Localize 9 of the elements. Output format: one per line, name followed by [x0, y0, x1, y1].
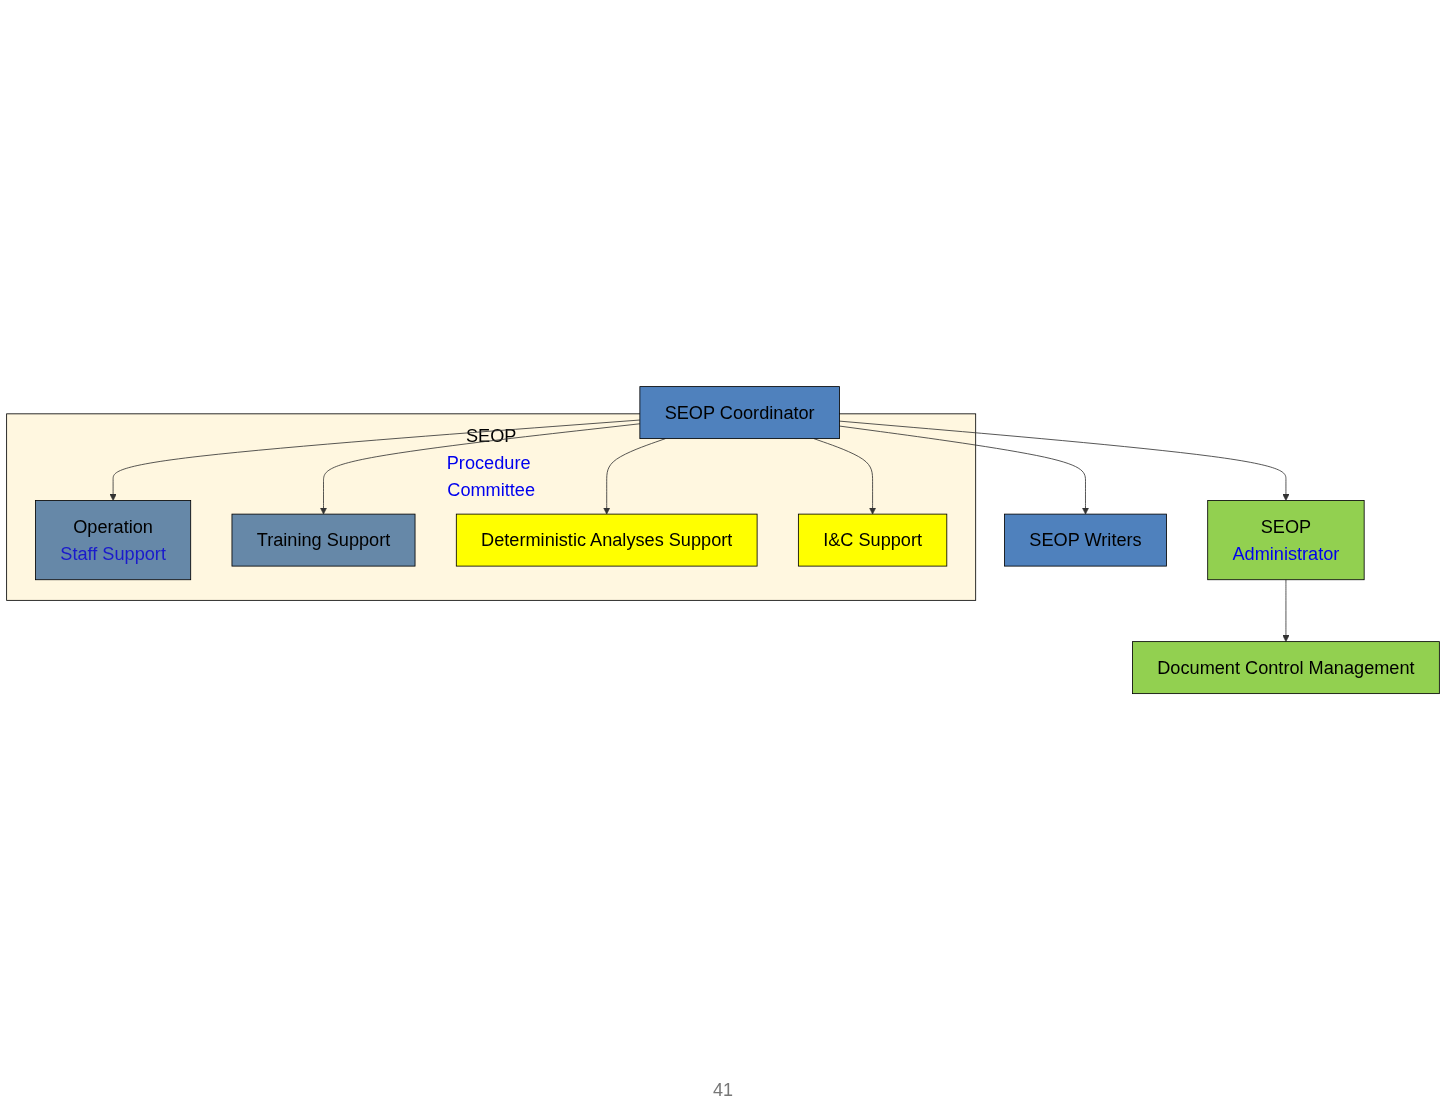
node-box: SEOP Writers — [1004, 513, 1167, 567]
node-box: SEOP Administrator — [1207, 499, 1365, 581]
page-number: 41 — [713, 1080, 733, 1100]
node-box: Operation Staff Support — [35, 499, 192, 581]
node-box: Deterministic Analyses Support — [455, 513, 758, 567]
node-box: Training Support — [231, 513, 416, 567]
node-box: Document Control Management — [1132, 641, 1440, 694]
node-box: I&C Support — [797, 513, 948, 567]
node-box: SEOP Coordinator — [639, 386, 840, 439]
